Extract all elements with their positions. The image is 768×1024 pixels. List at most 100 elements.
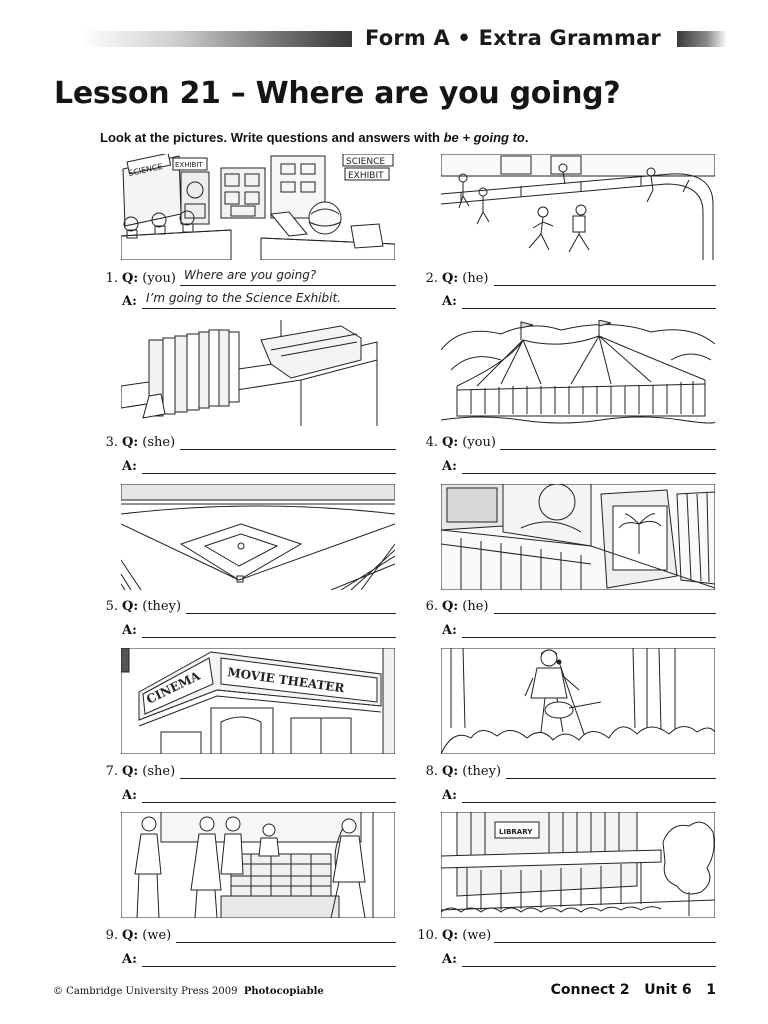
item-number: 2.	[425, 271, 438, 286]
a-label: A:	[122, 952, 137, 967]
a-label: A:	[122, 459, 137, 474]
item-number: 9.	[105, 928, 118, 943]
picture-baseball-stadium	[121, 484, 395, 590]
a-row-6: A:	[442, 623, 716, 639]
q-row-9: 9. Q: (we)	[106, 928, 396, 944]
q-row-10: 10. Q: (we)	[417, 928, 716, 944]
item-subject: (you)	[142, 271, 176, 286]
answer-line-2[interactable]	[462, 308, 716, 309]
q-label: Q:	[442, 764, 459, 779]
item-number: 1.	[105, 271, 118, 286]
answer-line-5[interactable]	[142, 637, 396, 638]
question-line-10[interactable]	[494, 942, 716, 943]
item-subject: (they)	[462, 764, 502, 779]
question-line-6[interactable]	[494, 613, 716, 614]
question-answer-written: Where are you going?	[184, 268, 317, 282]
a-label: A:	[122, 294, 137, 309]
item-subject: (she)	[142, 435, 176, 450]
item-subject: (she)	[142, 764, 176, 779]
item-subject: (he)	[462, 599, 489, 614]
q-label: Q:	[442, 435, 459, 450]
header-bar: Form A • Extra Grammar	[80, 26, 728, 50]
item-number: 6.	[425, 599, 438, 614]
item-subject: (they)	[142, 599, 182, 614]
picture-movie-theater: CINEMA MOVIE THEATER	[121, 648, 395, 754]
a-row-10: A:	[442, 952, 716, 968]
q-label: Q:	[122, 928, 139, 943]
question-line-1[interactable]: Where are you going?	[180, 268, 396, 286]
q-row-5: 5. Q: (they)	[106, 599, 396, 615]
item-number: 3.	[105, 435, 118, 450]
answer-line-7[interactable]	[142, 802, 396, 803]
a-row-9: A:	[122, 952, 396, 968]
answer-line-10[interactable]	[462, 966, 716, 967]
question-line-2[interactable]	[494, 285, 716, 286]
picture-ice-rink	[441, 154, 715, 260]
copyright-text: © Cambridge University Press 2009	[53, 986, 238, 997]
item-number: 7.	[105, 764, 118, 779]
picture-newsstand	[121, 812, 395, 918]
header-title: Form A • Extra Grammar	[365, 26, 661, 50]
question-line-8[interactable]	[506, 778, 716, 779]
a-label: A:	[122, 788, 137, 803]
question-line-4[interactable]	[500, 449, 716, 450]
question-line-9[interactable]	[176, 942, 396, 943]
answer-line-3[interactable]	[142, 473, 396, 474]
item-number: 4.	[425, 435, 438, 450]
question-line-3[interactable]	[180, 449, 396, 450]
item-number: 5.	[105, 599, 118, 614]
q-label: Q:	[122, 271, 139, 286]
item-subject: (we)	[142, 928, 172, 943]
answer-written: I’m going to the Science Exhibit.	[146, 291, 341, 305]
q-row-7: 7. Q: (she)	[106, 764, 396, 780]
answer-line-4[interactable]	[462, 473, 716, 474]
q-row-1: 1. Q: (you) Where are you going?	[106, 268, 396, 287]
footer-copyright: © Cambridge University Press 2009 Photoc…	[53, 986, 324, 997]
picture-concert	[441, 648, 715, 754]
a-label: A:	[122, 623, 137, 638]
question-line-7[interactable]	[180, 778, 396, 779]
instructions-emphasis: be + going to	[443, 130, 525, 145]
a-row-2: A:	[442, 294, 716, 310]
q-label: Q:	[122, 764, 139, 779]
picture-music-store	[441, 484, 715, 590]
sign-exhibit-2: EXHIBIT	[348, 171, 384, 181]
a-label: A:	[442, 623, 457, 638]
a-row-7: A:	[122, 788, 396, 804]
sign-exhibit-1: EXHIBIT	[175, 161, 203, 169]
q-row-2: 2. Q: (he)	[426, 271, 716, 287]
instructions-end: .	[524, 130, 529, 145]
header-end-bar	[677, 31, 727, 47]
a-label: A:	[442, 788, 457, 803]
sign-library: LIBRARY	[499, 828, 533, 836]
a-row-3: A:	[122, 459, 396, 475]
q-row-3: 3. Q: (she)	[106, 435, 396, 451]
header-gradient-bar	[80, 31, 352, 47]
instructions-text: Look at the pictures. Write questions an…	[100, 130, 444, 145]
photocopiable-label: Photocopiable	[243, 986, 324, 997]
item-number: 8.	[425, 764, 438, 779]
answer-line-8[interactable]	[462, 802, 716, 803]
q-row-4: 4. Q: (you)	[426, 435, 716, 451]
q-row-6: 6. Q: (he)	[426, 599, 716, 615]
picture-science-exhibit: SCIENCE EXHIBIT SCIENCE EXHIBIT	[121, 154, 395, 260]
q-label: Q:	[122, 435, 139, 450]
picture-circus-tent	[441, 320, 715, 426]
answer-line-9[interactable]	[142, 966, 396, 967]
answer-line-6[interactable]	[462, 637, 716, 638]
a-row-8: A:	[442, 788, 716, 804]
q-label: Q:	[442, 599, 459, 614]
q-label: Q:	[442, 271, 459, 286]
item-subject: (he)	[462, 271, 489, 286]
q-label: Q:	[442, 928, 459, 943]
answer-line-1[interactable]: I’m going to the Science Exhibit.	[142, 291, 396, 309]
question-line-5[interactable]	[186, 613, 396, 614]
q-label: Q:	[122, 599, 139, 614]
picture-books	[121, 320, 395, 426]
item-subject: (we)	[462, 928, 492, 943]
picture-library: LIBRARY	[441, 812, 715, 918]
a-row-5: A:	[122, 623, 396, 639]
a-label: A:	[442, 459, 457, 474]
sign-science-2: SCIENCE	[346, 157, 385, 167]
a-row-4: A:	[442, 459, 716, 475]
